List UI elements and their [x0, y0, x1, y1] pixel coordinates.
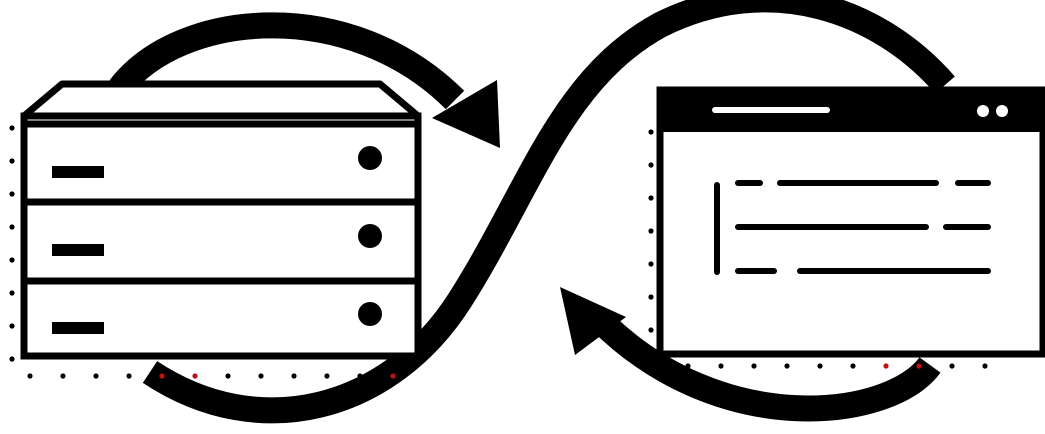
browser-button-2-icon	[996, 105, 1008, 117]
guide-dot	[648, 327, 654, 333]
guide-dot	[648, 195, 654, 201]
guide-dot	[784, 363, 790, 369]
guide-dot	[751, 363, 757, 369]
server-body	[20, 112, 422, 360]
guide-dot	[9, 257, 15, 263]
guide-dot	[192, 373, 198, 379]
guide-dot	[9, 356, 15, 362]
guide-dot	[9, 224, 15, 230]
server-rack-icon	[20, 80, 422, 360]
guide-dot	[9, 158, 15, 164]
arrowhead-left-icon	[560, 287, 626, 355]
guide-dot	[9, 323, 15, 329]
server-unit-2-slot	[52, 244, 104, 256]
guide-dot	[324, 373, 330, 379]
guide-dot	[949, 363, 955, 369]
guide-dot	[916, 363, 922, 369]
guide-dot	[883, 363, 889, 369]
guide-dot	[685, 363, 691, 369]
guide-dot	[93, 373, 99, 379]
guide-dot	[648, 162, 654, 168]
server-unit-1-slot	[52, 166, 104, 178]
guide-dot	[982, 363, 988, 369]
browser-button-1-icon	[977, 105, 989, 117]
guide-dot	[817, 363, 823, 369]
guide-dot	[9, 125, 15, 131]
guide-dot	[648, 228, 654, 234]
server-unit-3-led	[358, 302, 382, 326]
guide-dot	[390, 373, 396, 379]
guide-dot	[9, 191, 15, 197]
arrowhead-right-icon	[432, 80, 500, 148]
guide-dot	[258, 373, 264, 379]
guide-dot	[9, 290, 15, 296]
guide-dot	[291, 373, 297, 379]
guide-dot	[126, 373, 132, 379]
guide-dot	[357, 373, 363, 379]
guide-dot	[652, 363, 658, 369]
infinity-loop-arrows	[109, 0, 955, 424]
dotted-guides	[9, 125, 988, 379]
guide-dot	[850, 363, 856, 369]
guide-dot	[159, 373, 165, 379]
server-unit-2-led	[358, 224, 382, 248]
browser-content	[714, 180, 991, 275]
guide-dot	[648, 129, 654, 135]
loop-center-sweep	[142, 0, 955, 424]
guide-dot	[648, 294, 654, 300]
loop-top-left-arc	[109, 12, 465, 110]
loop-bottom-right-arc	[590, 310, 941, 422]
browser-frame	[656, 86, 1045, 358]
server-unit-1-led	[358, 146, 382, 170]
browser-window-icon	[656, 86, 1045, 358]
guide-dot	[27, 373, 33, 379]
server-top-bevel	[20, 80, 422, 120]
guide-dot	[225, 373, 231, 379]
guide-dot	[718, 363, 724, 369]
server-unit-3-slot	[52, 322, 104, 334]
guide-dot	[648, 261, 654, 267]
guide-dot	[60, 373, 66, 379]
